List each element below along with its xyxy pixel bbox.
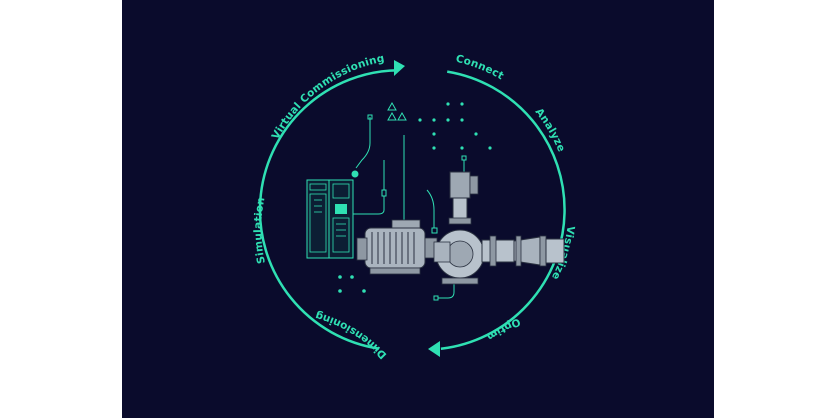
motor	[356, 219, 438, 275]
pump-assembly	[433, 171, 565, 285]
arrow-head-top	[394, 60, 405, 76]
cycle-arc-left	[258, 68, 399, 350]
data-dots	[338, 102, 492, 293]
label-virtual-commissioning: Virtual Commissioning	[270, 52, 386, 141]
cycle-ring	[258, 60, 566, 357]
label-dimensioning: Dimensioning	[314, 309, 389, 361]
label-simulation: Simulation	[252, 196, 268, 265]
arrow-head-bottom	[428, 341, 440, 357]
control-cabinet	[306, 179, 354, 259]
diagram-panel: Virtual Commissioning Connect Analyze Vi…	[122, 0, 714, 418]
cycle-arc-right	[440, 70, 566, 351]
label-optimize: Optimize	[122, 0, 522, 343]
label-connect: Connect	[455, 53, 506, 83]
signal-node	[351, 170, 359, 178]
triangle-markers	[387, 101, 407, 121]
